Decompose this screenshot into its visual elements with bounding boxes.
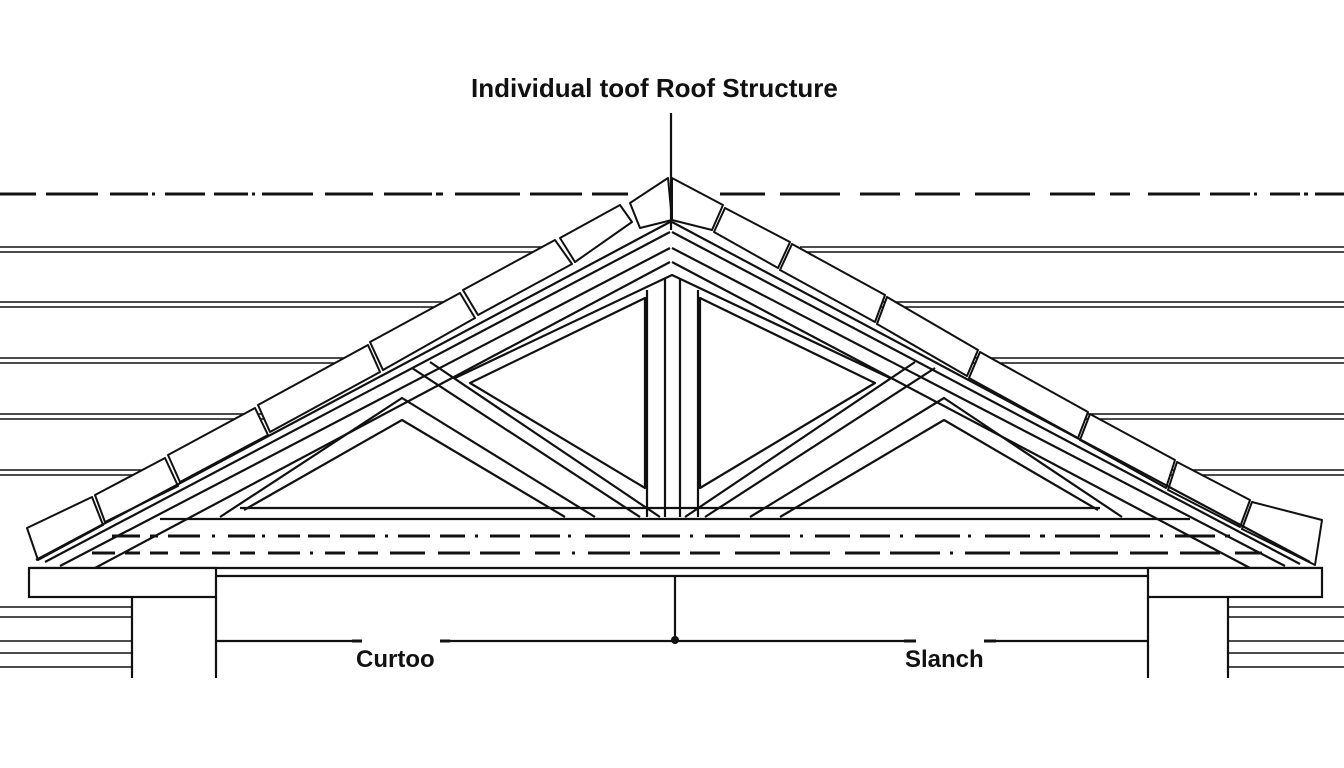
wall-plate-right xyxy=(1146,566,1324,599)
bottom-chord xyxy=(30,506,1322,578)
top-chord-right xyxy=(671,221,1311,569)
web-right xyxy=(684,296,1123,518)
diagram-title: Individual toof Roof Structure xyxy=(471,73,838,103)
label-left: Curtoo xyxy=(356,646,435,673)
bottom-centerlines xyxy=(92,534,1262,555)
roof-tiles-right xyxy=(671,177,1323,566)
dimension-anchor-dot xyxy=(671,636,679,644)
label-right: Slanch xyxy=(905,646,984,673)
roof-tiles-left xyxy=(26,177,673,561)
lower-siding-right xyxy=(1228,606,1344,668)
wall-plate-left xyxy=(27,566,218,599)
dimension-line xyxy=(216,576,1148,644)
king-post xyxy=(645,278,700,517)
top-chord-left xyxy=(35,221,671,569)
wall-post-right xyxy=(1146,597,1230,678)
wall-post-left xyxy=(130,597,218,678)
siding-lines xyxy=(0,246,1344,476)
inner-chord xyxy=(454,273,891,379)
lower-siding-left xyxy=(0,606,132,668)
web-left xyxy=(219,296,661,518)
